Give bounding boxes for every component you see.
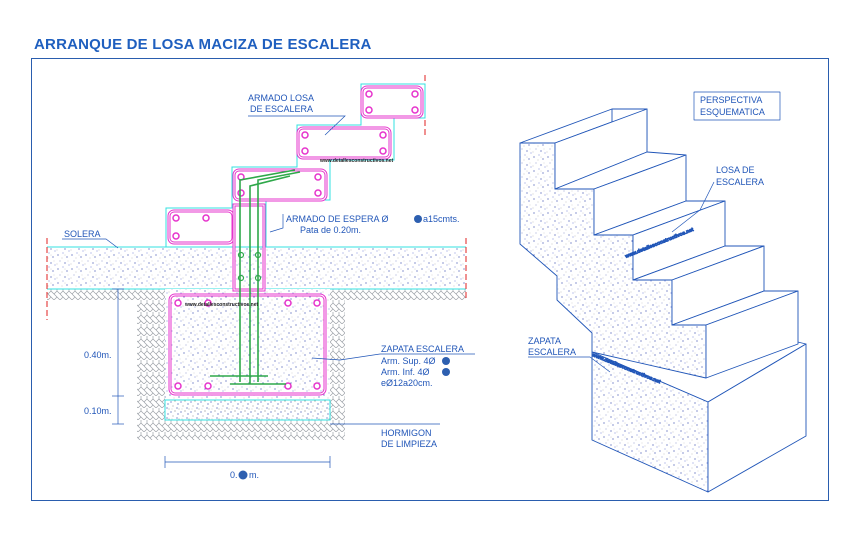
bar <box>411 106 419 114</box>
label-armado-losa-2: DE ESCALERA <box>250 104 313 114</box>
bar <box>237 189 245 197</box>
bar <box>204 382 212 390</box>
blank-marker-icon <box>238 470 248 480</box>
bar <box>411 90 419 98</box>
blank-marker-icon <box>442 368 450 376</box>
bar <box>284 299 292 307</box>
bar <box>365 106 373 114</box>
drawing-frame <box>31 58 829 501</box>
label-losa-2: ESCALERA <box>716 177 764 187</box>
bar <box>313 299 321 307</box>
label-armado-espera-2: a15cmts. <box>423 214 460 224</box>
label-perspectiva-2: ESQUEMATICA <box>700 107 765 117</box>
dimension-lines <box>112 288 331 468</box>
label-armado-losa-1: ARMADO LOSA <box>248 93 314 103</box>
bar <box>174 382 182 390</box>
bar <box>365 90 373 98</box>
bar <box>301 131 309 139</box>
leader-losa <box>671 181 715 233</box>
riser-5 <box>705 290 799 379</box>
label-zapata-p-1: ZAPATA <box>528 336 561 346</box>
label-armado-espera-1: ARMADO DE ESPERA Ø <box>286 214 389 224</box>
zapata-bars <box>174 299 321 390</box>
dim-040: 0.40m. <box>84 350 112 360</box>
zapata-stirrup-core <box>169 294 326 395</box>
label-hormigon-2: DE LIMPIEZA <box>381 439 437 449</box>
perspective-view: www.detallesconstructivos.net www.detall… <box>519 91 807 493</box>
bar <box>314 173 322 181</box>
drawing-title: ARRANQUE DE LOSA MACIZA DE ESCALERA <box>34 36 372 53</box>
bar <box>174 299 182 307</box>
label-solera: SOLERA <box>64 229 101 239</box>
bar <box>204 299 212 307</box>
label-perspectiva-1: PERSPECTIVA <box>700 95 762 105</box>
bar <box>379 147 387 155</box>
bar <box>301 147 309 155</box>
hormigon-outline <box>164 399 331 421</box>
hormigon-limpieza <box>165 400 330 420</box>
watermark-step: www.detallesconstructivos.net <box>319 158 394 164</box>
zapata-side <box>707 343 807 493</box>
zapata-footing <box>165 289 330 400</box>
dim-width-1: 0. <box>230 470 238 480</box>
watermark-zapata: www.detallesconstructivos.net <box>184 302 259 308</box>
tie-stirrup-core <box>233 204 265 291</box>
bar <box>313 382 321 390</box>
label-zapata-2: Arm. Sup. 4Ø <box>381 356 436 366</box>
dim-width-2: m. <box>249 470 259 480</box>
section-detail: www.detallesconstructivos.net www.detall… <box>46 75 475 480</box>
label-zapata-p-2: ESCALERA <box>528 347 576 357</box>
label-losa-1: LOSA DE <box>716 165 755 175</box>
soil-fill-lower <box>137 300 345 440</box>
bar <box>284 382 292 390</box>
leader-lines <box>62 115 475 425</box>
step-bars <box>172 90 419 240</box>
bar <box>172 232 180 240</box>
label-zapata-4: eØ12a20cm. <box>381 378 433 388</box>
bar <box>202 214 210 222</box>
espera-bars <box>210 169 301 385</box>
label-zapata-3: Arm. Inf. 4Ø <box>381 367 430 377</box>
bar <box>172 214 180 222</box>
label-hormigon-1: HORMIGON <box>381 428 432 438</box>
label-zapata-1: ZAPATA ESCALERA <box>381 344 464 354</box>
dim-010: 0.10m. <box>84 406 112 416</box>
bar <box>379 131 387 139</box>
blank-marker-icon <box>442 357 450 365</box>
bar <box>314 189 322 197</box>
blank-marker-icon <box>414 215 422 223</box>
stair-slab <box>165 83 426 248</box>
leader-zapata <box>528 356 611 373</box>
perspectiva-box <box>693 91 781 121</box>
step-stirrups-core <box>168 86 423 244</box>
label-armado-espera-3: Pata de 0.20m. <box>300 225 361 235</box>
